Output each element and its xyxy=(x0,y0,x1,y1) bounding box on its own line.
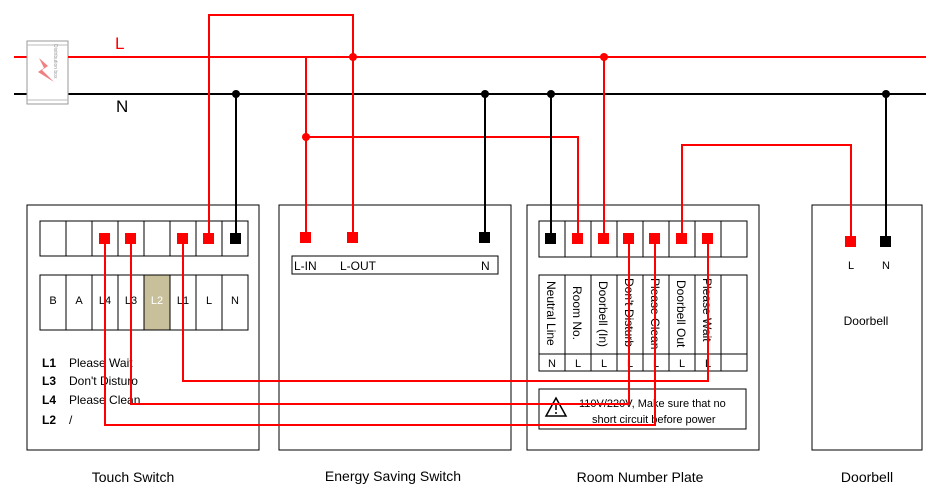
terminal-ts-l xyxy=(203,233,214,244)
es-terminal-lout: L-OUT xyxy=(340,259,377,273)
room-plate-title: Room Number Plate xyxy=(577,469,704,485)
ts-terminal-l2: L2 xyxy=(151,295,163,307)
ts-terminal-l: L xyxy=(206,295,212,307)
doorbell-title: Doorbell xyxy=(841,469,893,485)
rp-col-doorbell-in: Doorbell (In) xyxy=(596,281,610,347)
terminal-rp-clean xyxy=(649,233,660,244)
es-terminal-n: N xyxy=(481,259,490,273)
doorbell: L N Doorbell Doorbell xyxy=(811,204,923,485)
terminal-db-l xyxy=(845,236,856,247)
touch-switch-title: Touch Switch xyxy=(92,469,174,485)
legend-text-l2: / xyxy=(69,413,73,427)
mains-lines: L N xyxy=(14,34,926,116)
warning-line2: short circuit before power xyxy=(592,414,716,426)
rp-col-neutral: Neutral Line xyxy=(544,281,558,346)
terminals xyxy=(99,232,891,247)
ts-terminal-a: A xyxy=(75,295,83,307)
doorbell-label: Doorbell xyxy=(844,314,889,328)
rp-code-1: L xyxy=(575,358,581,370)
junction-dot xyxy=(349,53,357,61)
terminal-rp-wait xyxy=(702,233,713,244)
rp-col-room-no: Room No. xyxy=(570,286,584,340)
breaker-text: Distribution box xyxy=(52,44,58,79)
rp-col-doorbell-out: Doorbell Out xyxy=(674,280,688,348)
junction-dot xyxy=(302,133,310,141)
wire-room-no xyxy=(306,136,579,238)
terminal-rp-doorbell-in xyxy=(598,233,609,244)
lightning-icon xyxy=(38,58,54,82)
junctions xyxy=(232,53,890,141)
terminal-rp-room xyxy=(572,233,583,244)
legend-key-l2: L2 xyxy=(42,413,56,427)
l2-terminal-highlight xyxy=(143,274,171,331)
wire-please-wait xyxy=(182,238,709,382)
legend-key-l4: L4 xyxy=(42,393,56,407)
room-number-plate: Neutral Line Room No. Doorbell (In) Don'… xyxy=(526,204,760,485)
junction-dot xyxy=(882,90,890,98)
es-terminal-lin: L-IN xyxy=(294,259,317,273)
wire-es-lin xyxy=(68,56,307,238)
wire-please-clean xyxy=(104,238,656,426)
terminal-es-lin xyxy=(300,232,311,243)
energy-switch-title: Energy Saving Switch xyxy=(325,468,461,484)
wire-dont-disturb xyxy=(130,238,630,405)
wire-doorbell-out xyxy=(681,144,852,240)
terminal-es-n xyxy=(479,232,490,243)
junction-dot xyxy=(481,90,489,98)
terminal-ts-l4 xyxy=(99,233,110,244)
rp-code-5: L xyxy=(679,358,685,370)
terminal-rp-dnd xyxy=(623,233,634,244)
legend-text-l1: Please Wait xyxy=(69,356,133,370)
energy-saving-switch: L-IN L-OUT N Energy Saving Switch xyxy=(278,204,512,484)
junction-dot xyxy=(547,90,555,98)
warning-box xyxy=(538,388,747,430)
ts-terminal-b: B xyxy=(49,295,56,307)
legend-text-l3: Don't Disturo xyxy=(69,374,138,388)
breaker-box: Distribution box xyxy=(26,40,69,105)
wires xyxy=(68,14,887,426)
junction-dot xyxy=(600,53,608,61)
terminal-ts-l1 xyxy=(177,233,188,244)
terminal-rp-n xyxy=(545,233,556,244)
touch-switch: B A L4 L3 L2 L1 L N L1 Please Wait L3 Do… xyxy=(26,204,260,485)
rp-code-2: L xyxy=(601,358,607,370)
rp-code-0: N xyxy=(548,358,556,370)
live-label: L xyxy=(115,34,124,53)
junction-dot xyxy=(232,90,240,98)
warning-line1: 110V/220V, Make sure that no xyxy=(579,398,726,410)
terminal-ts-l3 xyxy=(125,233,136,244)
legend-key-l1: L1 xyxy=(42,356,56,370)
terminal-db-n xyxy=(880,236,891,247)
terminal-ts-n xyxy=(230,233,241,244)
terminal-rp-doorbell-out xyxy=(676,233,687,244)
neutral-label: N xyxy=(116,97,128,116)
wire-ts-l-loop xyxy=(208,14,354,238)
legend-key-l3: L3 xyxy=(42,374,56,388)
doorbell-terminal-l: L xyxy=(848,260,854,272)
ts-terminal-n: N xyxy=(231,295,239,307)
terminal-es-lout xyxy=(347,232,358,243)
doorbell-terminal-n: N xyxy=(882,260,890,272)
